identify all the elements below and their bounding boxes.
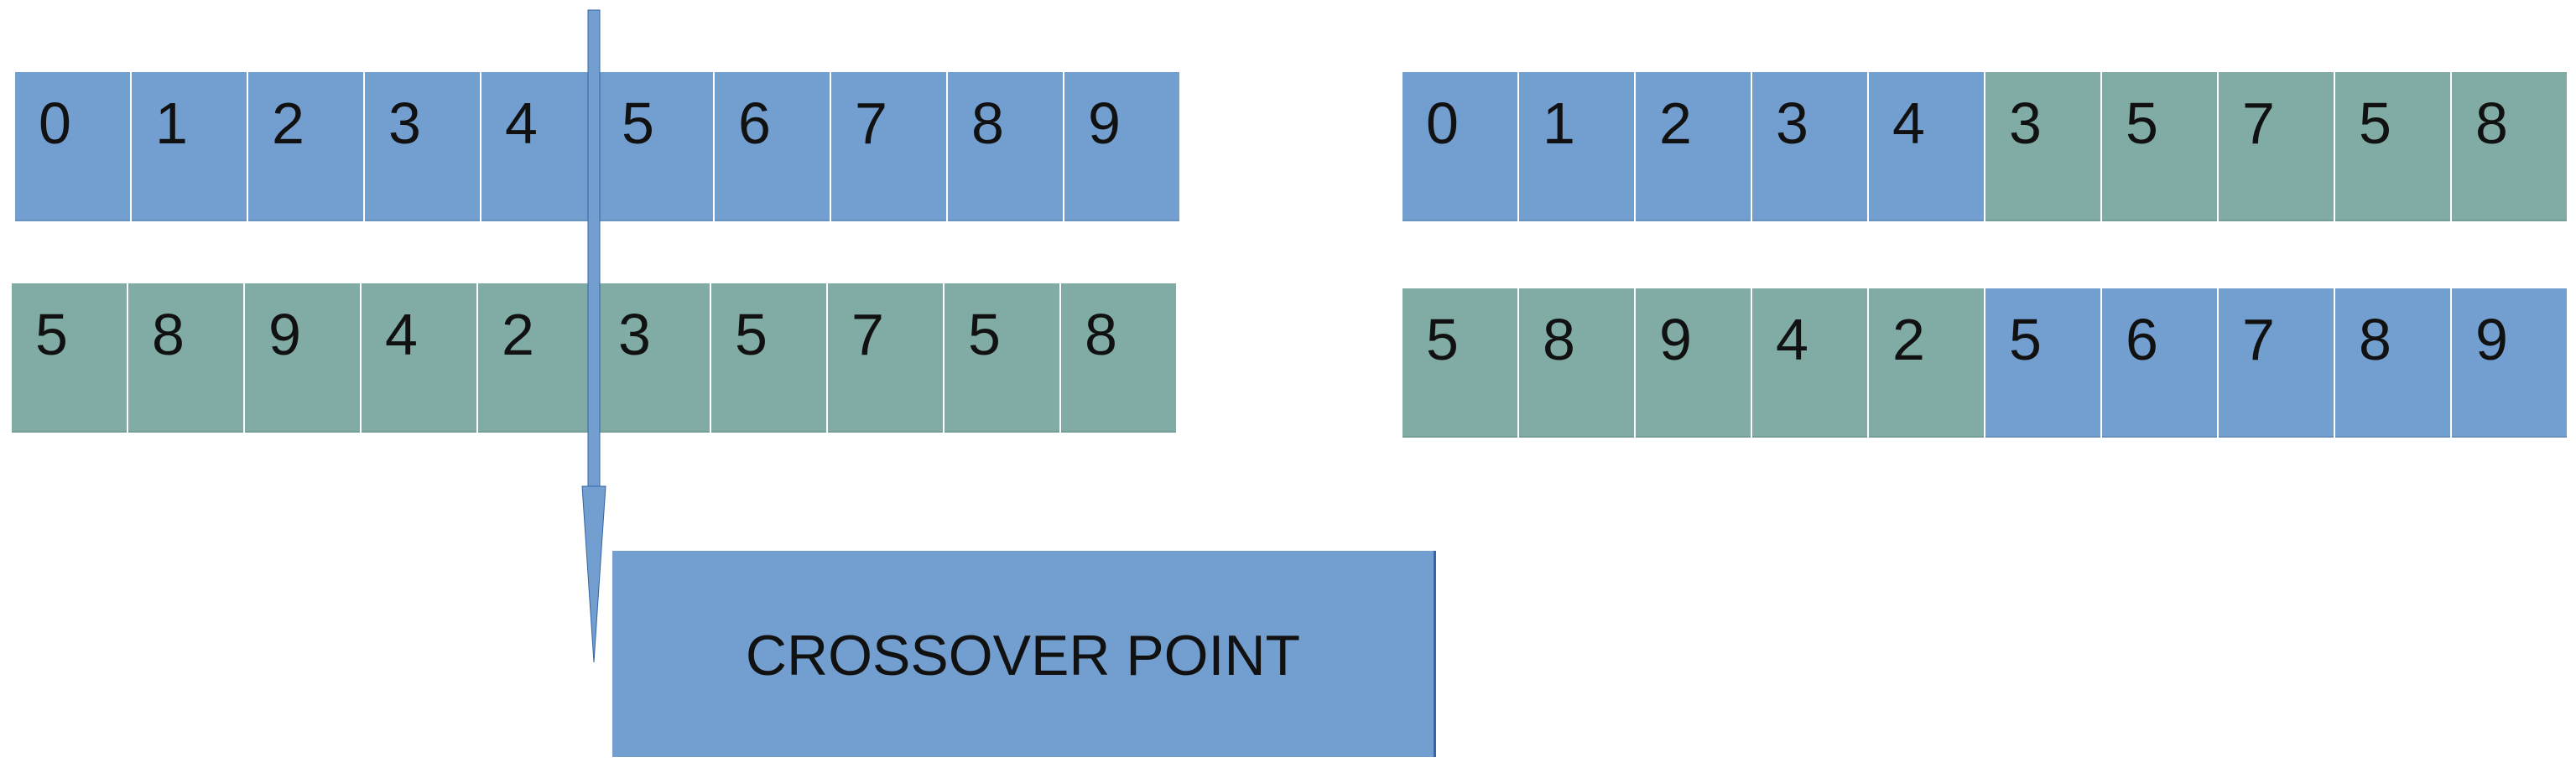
parent-2-gene-cell: 7 [828, 283, 943, 433]
parent-1-gene-cell: 9 [1064, 72, 1179, 221]
parent-2-gene-cell: 2 [478, 283, 593, 433]
parent-1-gene-cell: 1 [132, 72, 247, 221]
parent-1-gene-cell: 0 [15, 72, 130, 221]
crossover-arrow-icon [581, 9, 606, 663]
child-2-gene-cell: 2 [1869, 288, 1984, 438]
parent-2-gene-cell: 9 [245, 283, 360, 433]
parent-2-gene-cell: 8 [128, 283, 243, 433]
child-1-gene-cell: 8 [2452, 72, 2567, 221]
child-1-gene-cell: 0 [1402, 72, 1517, 221]
crossover-point-label: CROSSOVER POINT [612, 551, 1436, 757]
child-2-gene-cell: 9 [1636, 288, 1751, 438]
parent-2-gene-cell: 5 [12, 283, 127, 433]
parent-1-gene-cell: 7 [831, 72, 946, 221]
child-1-gene-cell: 7 [2219, 72, 2334, 221]
child-2-gene-cell: 5 [1402, 288, 1517, 438]
child-2-gene-cell: 8 [2335, 288, 2450, 438]
child-1-gene-cell: 3 [1985, 72, 2100, 221]
parent-1-gene-cell: 4 [481, 72, 596, 221]
child-2-gene-cell: 8 [1519, 288, 1634, 438]
parent-2-gene-cell: 5 [711, 283, 826, 433]
parent-2-gene-cell: 3 [595, 283, 710, 433]
child-1-gene-cell: 5 [2335, 72, 2450, 221]
parent-1-gene-cell: 5 [598, 72, 713, 221]
child-1-gene-cell: 3 [1752, 72, 1867, 221]
child-2-gene-cell: 6 [2102, 288, 2217, 438]
child-1-gene-cell: 2 [1636, 72, 1751, 221]
child-1-gene-cell: 1 [1519, 72, 1634, 221]
child-1-gene-cell: 4 [1869, 72, 1984, 221]
parent-1-gene-cell: 6 [715, 72, 830, 221]
child-2-gene-cell: 5 [1985, 288, 2100, 438]
parent-1-gene-cell: 8 [948, 72, 1063, 221]
parent-1-gene-cell: 2 [248, 72, 363, 221]
parent-2-gene-cell: 4 [362, 283, 476, 433]
parent-2-gene-cell: 5 [945, 283, 1059, 433]
parent-1-gene-cell: 3 [365, 72, 480, 221]
child-2-gene-cell: 4 [1752, 288, 1867, 438]
child-1-gene-cell: 5 [2102, 72, 2217, 221]
child-2-gene-cell: 9 [2452, 288, 2567, 438]
parent-2-gene-cell: 8 [1061, 283, 1176, 433]
child-2-gene-cell: 7 [2219, 288, 2334, 438]
